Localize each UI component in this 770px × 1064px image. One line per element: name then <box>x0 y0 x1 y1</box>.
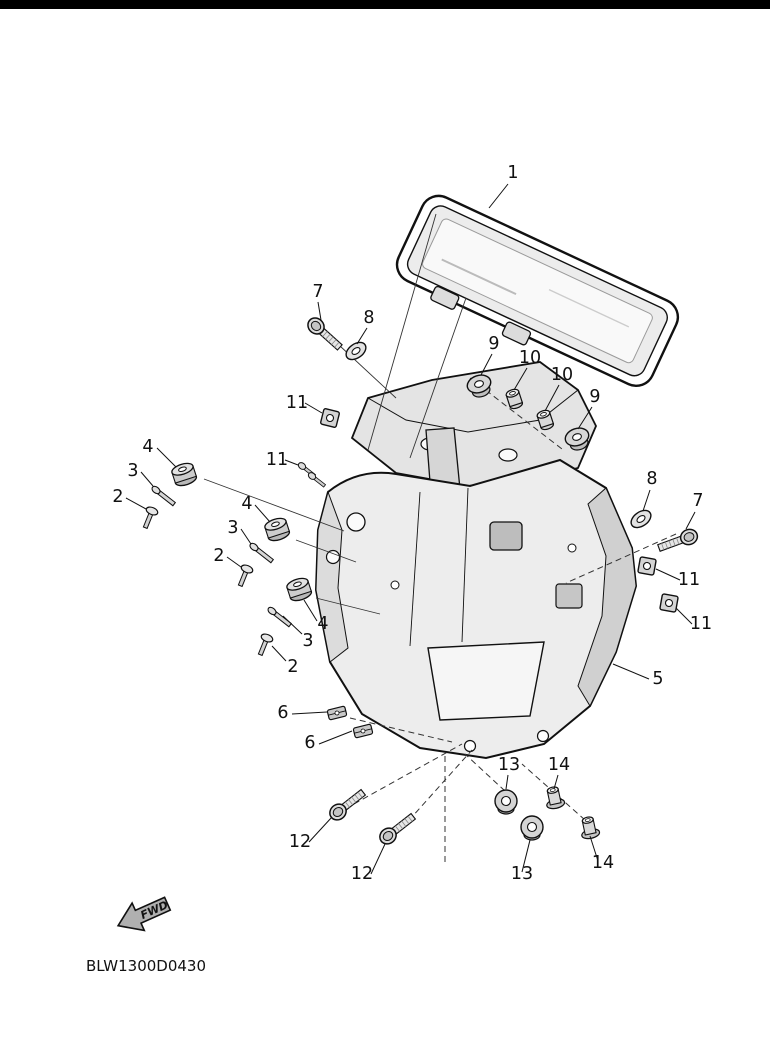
panel-tab-hole-left <box>463 739 477 753</box>
collar-10-left <box>505 388 524 410</box>
collar-14-right <box>581 816 601 840</box>
callout-10-left: 10 <box>519 348 541 368</box>
meter-connector-left <box>430 285 460 310</box>
callout-labels: 1 7 8 9 10 10 9 11 11 4 3 2 4 3 2 4 3 2 … <box>112 163 712 884</box>
screw-3-a <box>151 485 177 507</box>
callout-5: 5 <box>652 669 663 689</box>
callout-10-right: 10 <box>551 365 573 385</box>
callout-4-c: 4 <box>317 614 328 634</box>
callout-4-b: 4 <box>241 494 252 514</box>
leader-lines <box>125 183 696 875</box>
collar-10-right <box>536 409 555 431</box>
flange-bolt-12-right <box>379 812 417 845</box>
assembly-lines <box>203 213 467 615</box>
callout-13-lower: 13 <box>511 864 533 884</box>
panel-socket-2 <box>555 583 583 609</box>
screw-3-c <box>267 606 293 628</box>
callout-8-upper-left: 8 <box>363 308 374 328</box>
callout-9-left: 9 <box>488 334 499 354</box>
bolt-2-c <box>257 633 274 657</box>
callout-6-b: 6 <box>304 733 315 753</box>
grommet-13-left <box>494 789 518 815</box>
damper-4-b <box>264 517 291 542</box>
grommet-13-right <box>520 815 544 841</box>
callout-6-a: 6 <box>277 703 288 723</box>
collar-14-left <box>546 786 566 810</box>
flange-bolt-7-upper-left <box>307 317 343 351</box>
top-border-bar <box>0 0 770 9</box>
callout-14-lower: 14 <box>592 853 614 873</box>
callout-7-right: 7 <box>692 491 703 511</box>
callout-8-right: 8 <box>646 469 657 489</box>
callout-11-mid-left: 11 <box>266 450 288 470</box>
panel-tab-hole-right <box>536 729 550 743</box>
clip-6-a <box>326 705 348 721</box>
callout-3-c: 3 <box>302 631 313 651</box>
callout-1: 1 <box>507 163 518 183</box>
spring-nut-11-right-upper <box>637 556 657 576</box>
panel-socket-1 <box>489 521 523 551</box>
panel-lower-opening <box>427 641 545 721</box>
flange-bolt-7-right <box>657 528 699 552</box>
flange-bolt-12-left <box>329 788 367 821</box>
spring-nut-11-upper <box>320 408 340 428</box>
callout-3-a: 3 <box>127 461 138 481</box>
callout-2-a: 2 <box>112 487 123 507</box>
callout-3-b: 3 <box>227 518 238 538</box>
callout-11-right-upper: 11 <box>678 570 700 590</box>
grommet-9-right <box>564 427 590 451</box>
washer-8-right <box>630 509 652 529</box>
meter-unit <box>395 194 680 387</box>
clip-6-b <box>352 723 374 739</box>
main-bracket-panel <box>314 458 638 760</box>
screw-3-b <box>249 542 275 564</box>
fastener-11-mid-left-b <box>307 472 327 488</box>
callout-12-left: 12 <box>289 832 311 852</box>
damper-4-a <box>171 462 198 487</box>
bolt-2-b <box>237 564 254 588</box>
callout-4-a: 4 <box>142 437 153 457</box>
callout-11-upper: 11 <box>286 393 308 413</box>
callout-2-b: 2 <box>213 546 224 566</box>
spring-nut-11-right-lower <box>659 593 679 613</box>
panel-hole-1 <box>346 512 366 532</box>
bolt-2-a <box>142 506 159 530</box>
grommet-9-left <box>466 374 492 398</box>
washer-8-upper-left <box>345 341 367 361</box>
meter-screen <box>422 218 653 364</box>
callout-14-upper: 14 <box>548 755 570 775</box>
callout-12-right: 12 <box>351 864 373 884</box>
stay-mount-hole-right <box>498 448 518 462</box>
assembly-lines-dashed <box>349 377 677 866</box>
callout-11-right-lower: 11 <box>690 614 712 634</box>
panel-hole-2 <box>325 549 341 565</box>
callout-2-c: 2 <box>287 657 298 677</box>
damper-4-c <box>286 577 313 602</box>
diagram-part-code: BLW1300D0430 <box>86 957 206 975</box>
callout-9-right: 9 <box>589 387 600 407</box>
meter-connector-right <box>501 321 532 346</box>
callout-7-upper-left: 7 <box>312 282 323 302</box>
callout-13-upper: 13 <box>498 755 520 775</box>
